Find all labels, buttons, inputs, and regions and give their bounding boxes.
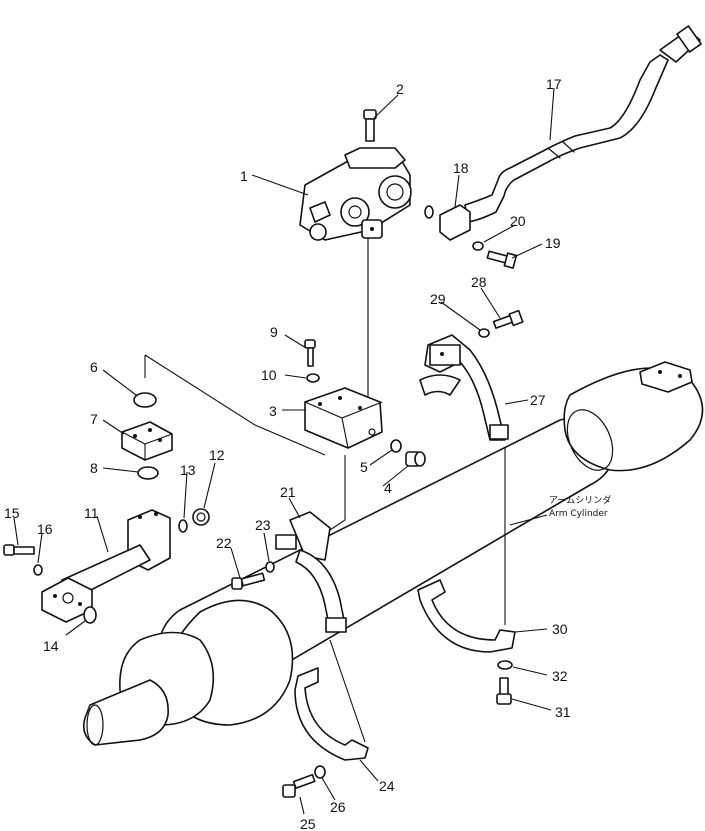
bolt-part-19 xyxy=(486,250,518,269)
label-part-13: 13 xyxy=(180,462,196,478)
bolt-part-2 xyxy=(363,109,377,142)
bolt-part-15 xyxy=(3,544,35,556)
label-part-7: 7 xyxy=(90,411,98,427)
washer-part-20 xyxy=(472,241,484,251)
label-part-28: 28 xyxy=(471,274,487,290)
label-part-5: 5 xyxy=(360,459,368,475)
clamp-part-27 xyxy=(419,334,509,441)
label-part-32: 32 xyxy=(552,668,568,684)
arm-cylinder-annotation: アームシリンダ Arm Cylinder xyxy=(549,494,611,519)
label-part-8: 8 xyxy=(90,460,98,476)
label-part-20: 20 xyxy=(510,213,526,229)
washer-part-10 xyxy=(306,373,320,383)
label-part-31: 31 xyxy=(555,704,571,720)
label-part-9: 9 xyxy=(270,324,278,340)
oring-part-13 xyxy=(178,519,188,533)
label-part-21: 21 xyxy=(280,484,296,500)
part-labels: 1 2 3 4 5 6 7 8 9 10 11 12 13 14 15 16 1… xyxy=(4,76,571,831)
label-part-4: 4 xyxy=(384,480,392,496)
pipe-part-11 xyxy=(41,509,171,623)
label-part-17: 17 xyxy=(546,76,562,92)
oring-part-6 xyxy=(133,392,157,408)
flange-part-7 xyxy=(121,421,173,461)
label-part-14: 14 xyxy=(43,638,59,654)
bolt-part-9 xyxy=(304,339,316,367)
arm-cylinder-tube xyxy=(82,361,704,746)
label-part-1: 1 xyxy=(240,168,248,184)
oring-part-14 xyxy=(83,606,97,624)
clamp-part-24 xyxy=(294,667,369,761)
washer-part-26 xyxy=(314,765,326,779)
label-part-29: 29 xyxy=(430,291,446,307)
oring-part-8 xyxy=(137,466,159,480)
washer-part-23 xyxy=(265,561,275,573)
label-part-15: 15 xyxy=(4,505,20,521)
label-part-6: 6 xyxy=(90,359,98,375)
clamp-part-21 xyxy=(275,511,347,633)
oring-part-5 xyxy=(390,439,402,453)
label-part-18: 18 xyxy=(453,160,469,176)
label-part-12: 12 xyxy=(209,447,225,463)
bolt-part-25 xyxy=(282,773,316,798)
label-part-23: 23 xyxy=(255,517,271,533)
label-part-22: 22 xyxy=(216,535,232,551)
plug-part-12 xyxy=(192,508,210,526)
label-part-2: 2 xyxy=(396,81,404,97)
label-part-24: 24 xyxy=(379,778,395,794)
label-part-10: 10 xyxy=(261,367,277,383)
washer-part-32 xyxy=(497,660,513,670)
bolt-part-31 xyxy=(496,677,512,705)
bolt-part-28 xyxy=(492,309,524,329)
washer-part-29 xyxy=(478,328,490,338)
label-part-25: 25 xyxy=(300,816,316,831)
label-part-19: 19 xyxy=(545,235,561,251)
leader-lines xyxy=(13,87,555,815)
annotation-japanese: アームシリンダ xyxy=(549,494,611,506)
fitting-part-18 xyxy=(424,204,471,241)
label-part-16: 16 xyxy=(37,521,53,537)
label-part-11: 11 xyxy=(84,505,99,521)
clamp-part-30 xyxy=(417,579,516,653)
block-part-3 xyxy=(304,387,383,449)
label-part-27: 27 xyxy=(530,392,546,408)
valve-part-1 xyxy=(299,147,412,241)
plug-part-4 xyxy=(405,451,426,467)
label-part-30: 30 xyxy=(552,621,568,637)
washer-part-16 xyxy=(33,564,43,576)
bolt-part-22 xyxy=(231,572,266,590)
label-part-3: 3 xyxy=(269,403,277,419)
hose-part-17 xyxy=(464,25,702,223)
annotation-english: Arm Cylinder xyxy=(549,509,608,519)
label-part-26: 26 xyxy=(330,799,346,815)
